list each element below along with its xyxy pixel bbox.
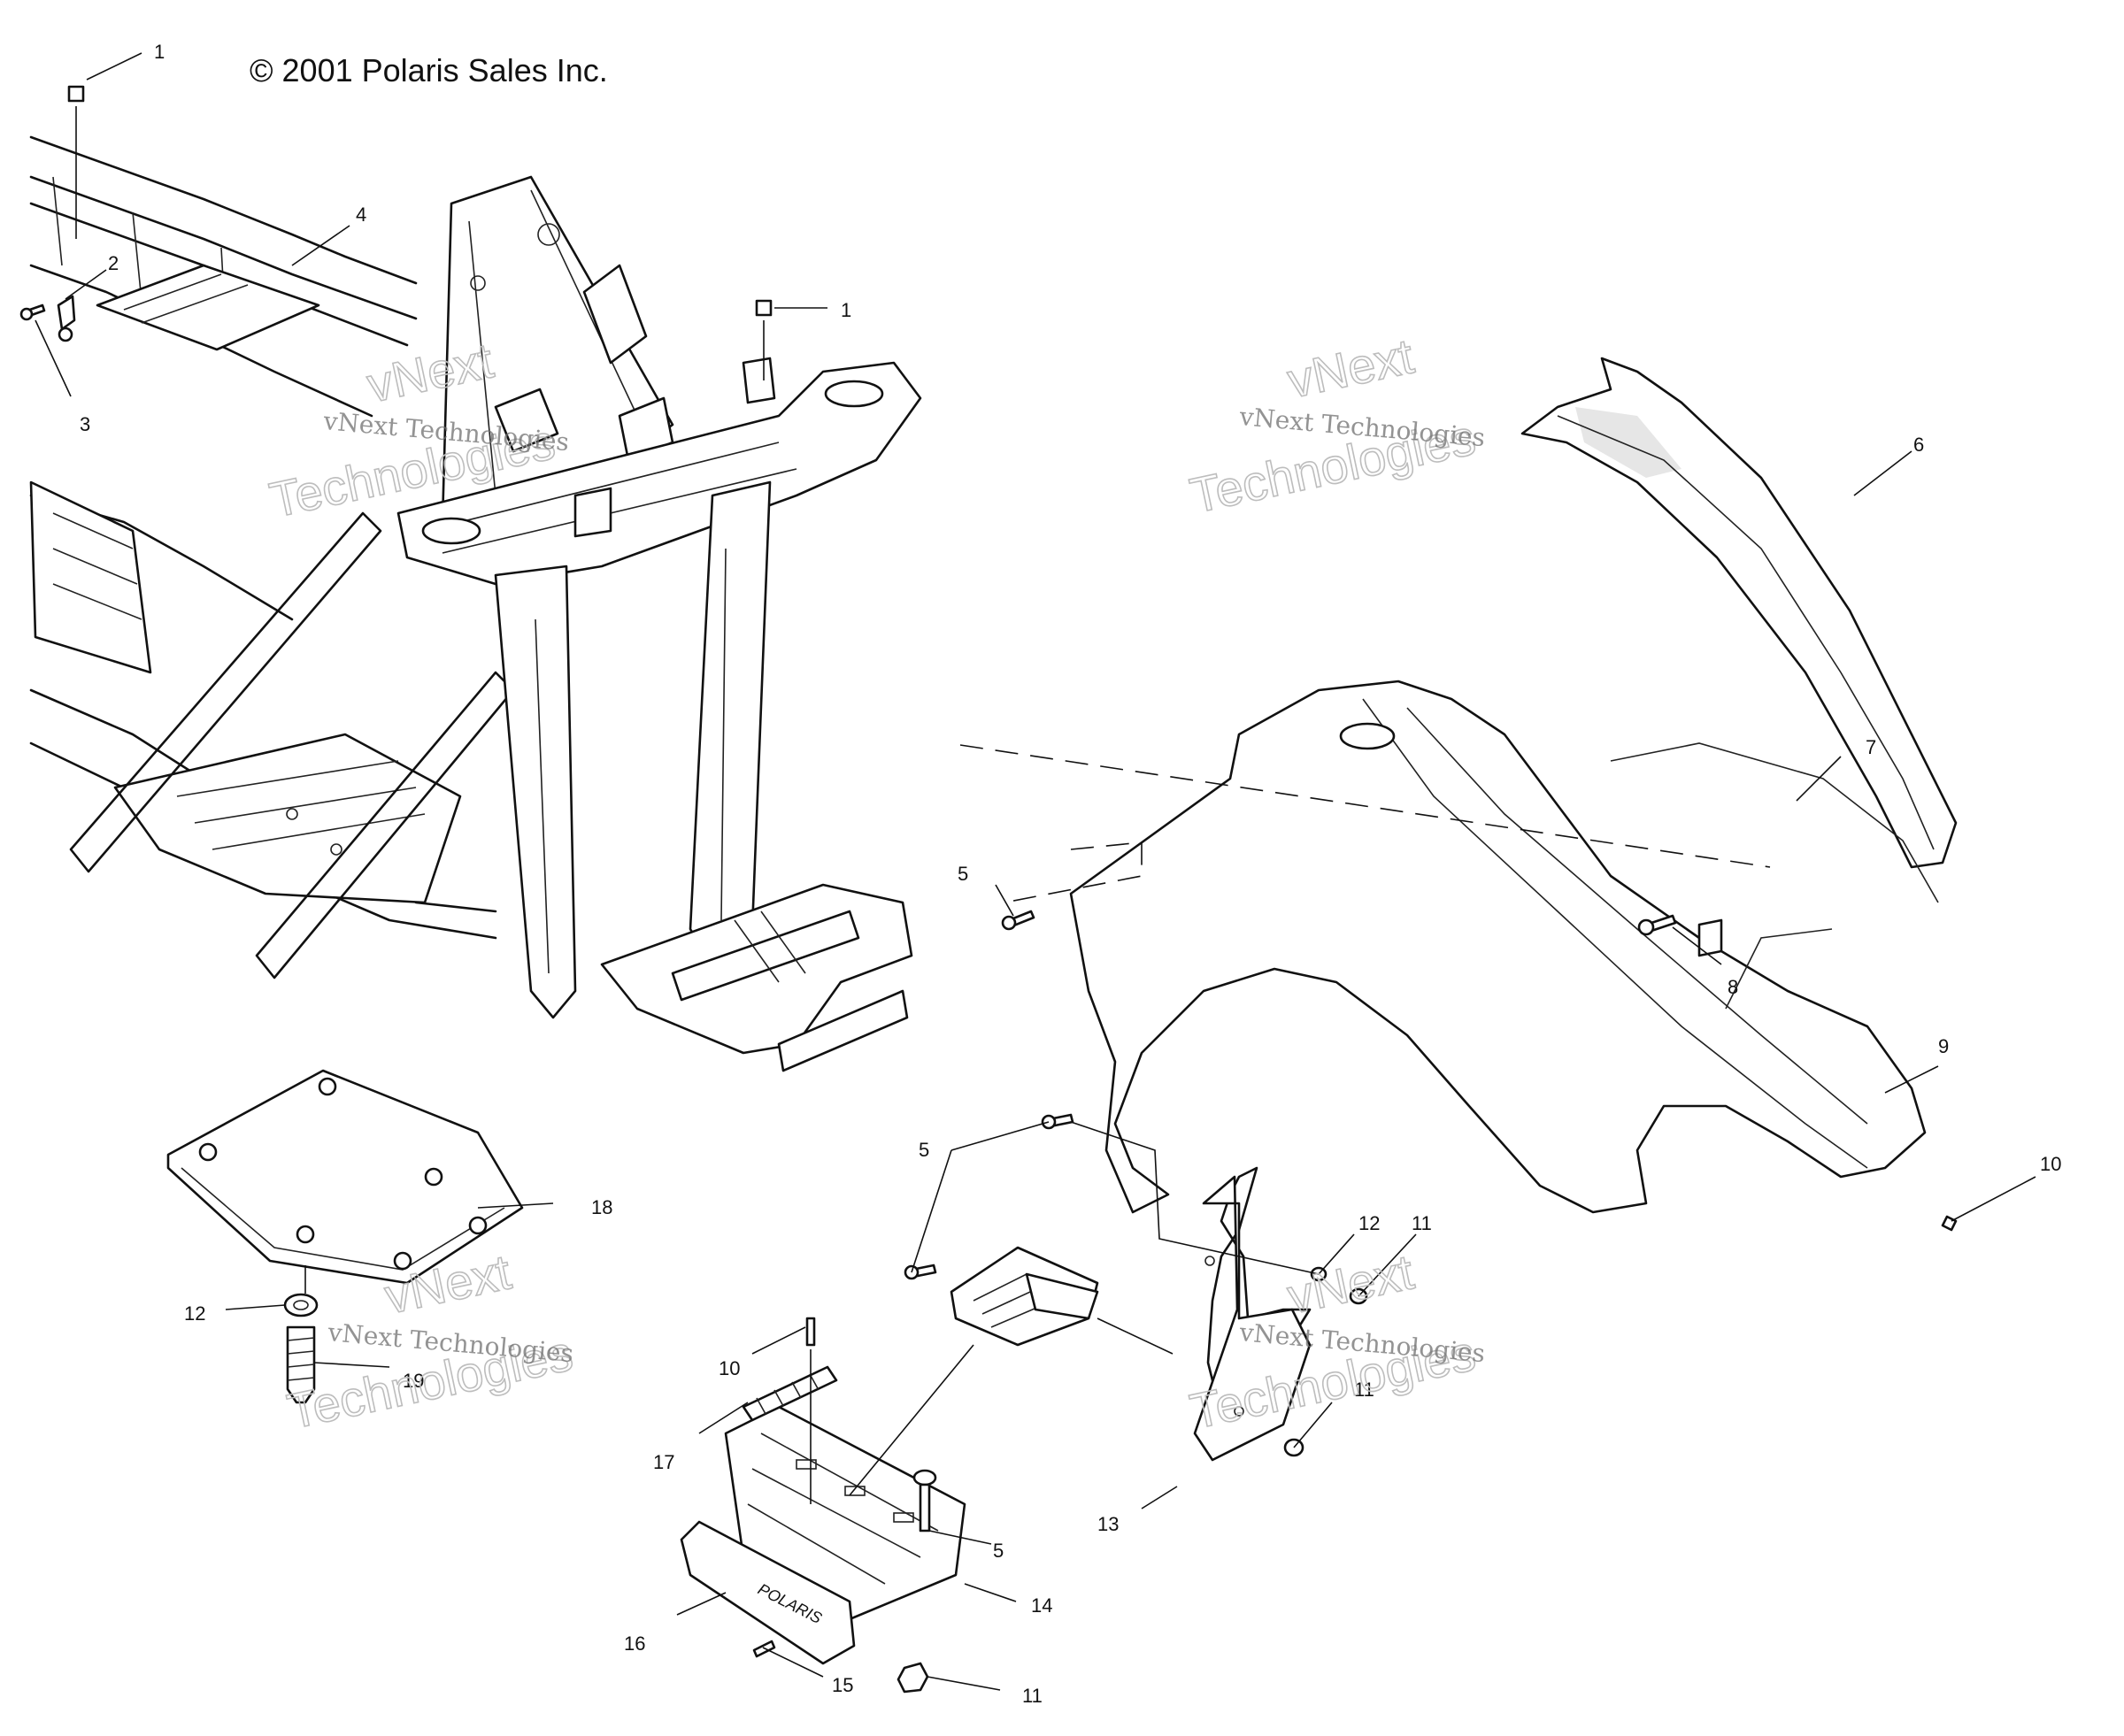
callout-17: 17: [653, 1451, 674, 1473]
callout-5c: 5: [993, 1540, 1004, 1562]
callout-2: 2: [108, 252, 119, 274]
svg-text:vNext: vNext: [1282, 1243, 1419, 1324]
screw-10b: [805, 1317, 816, 1504]
bolt-5a: [1001, 910, 1035, 931]
callout-8: 8: [1728, 976, 1738, 998]
callout-12b: 12: [1358, 1212, 1380, 1234]
nut-11c: [897, 1662, 929, 1694]
callout-4: 4: [356, 204, 366, 226]
callout-9: 9: [1938, 1035, 1949, 1057]
front-rack-top: [1520, 357, 1958, 869]
callout-16: 16: [624, 1632, 645, 1655]
callout-labels: 1 1 2 3 4 5 5 5 6 7 8 9 10 10 11 11 11 1…: [80, 41, 2061, 1707]
clip-nut-1b: [755, 299, 773, 380]
watermark-right-top: Technologies vNext vNext Technologies: [1185, 326, 1487, 524]
callout-6: 6: [1913, 434, 1924, 456]
mud-flap: [1193, 1166, 1312, 1462]
callout-11b: 11: [1354, 1379, 1374, 1401]
callout-7: 7: [1866, 736, 1876, 758]
bracket-2: [57, 295, 76, 342]
callout-15: 15: [832, 1674, 853, 1696]
screw-3: [19, 303, 46, 321]
callout-11c: 11: [1022, 1685, 1043, 1707]
callout-10a: 10: [2040, 1153, 2061, 1175]
callout-10b: 10: [719, 1357, 740, 1379]
bolt-5c: [912, 1469, 937, 1532]
callout-1a: 1: [154, 41, 165, 63]
watermark-left-bottom: Technologies vNext vNext Technologies: [282, 1242, 578, 1440]
bolt-19: [286, 1325, 316, 1404]
callout-3: 3: [80, 413, 90, 435]
callout-14: 14: [1031, 1594, 1052, 1617]
footrest-bracket: [950, 1246, 1099, 1347]
callout-19: 19: [403, 1370, 424, 1392]
callout-18: 18: [591, 1196, 612, 1218]
rivet-10a: [1941, 1215, 1958, 1232]
copyright-notice: © 2001 Polaris Sales Inc.: [250, 52, 608, 88]
front-fender: [1069, 680, 1939, 1214]
callout-1b: 1: [841, 299, 851, 321]
clip-nut-1a: [67, 85, 85, 239]
footrest: POLARIS: [680, 1405, 966, 1665]
screw-8: [1637, 914, 1677, 936]
washer-12a: [283, 1293, 319, 1317]
callout-5a: 5: [958, 863, 968, 885]
skid-plate: [166, 1069, 524, 1285]
svg-text:vNext: vNext: [1282, 327, 1419, 408]
bolt-5b: [904, 1113, 1074, 1280]
leader-lines: [35, 52, 2036, 1691]
callout-13: 13: [1097, 1513, 1119, 1535]
callout-12a: 12: [184, 1302, 205, 1325]
callout-11a: 11: [1412, 1212, 1432, 1234]
frame-assembly: [29, 135, 922, 1072]
callout-5b: 5: [919, 1139, 929, 1161]
traction-strip: [742, 1365, 838, 1422]
